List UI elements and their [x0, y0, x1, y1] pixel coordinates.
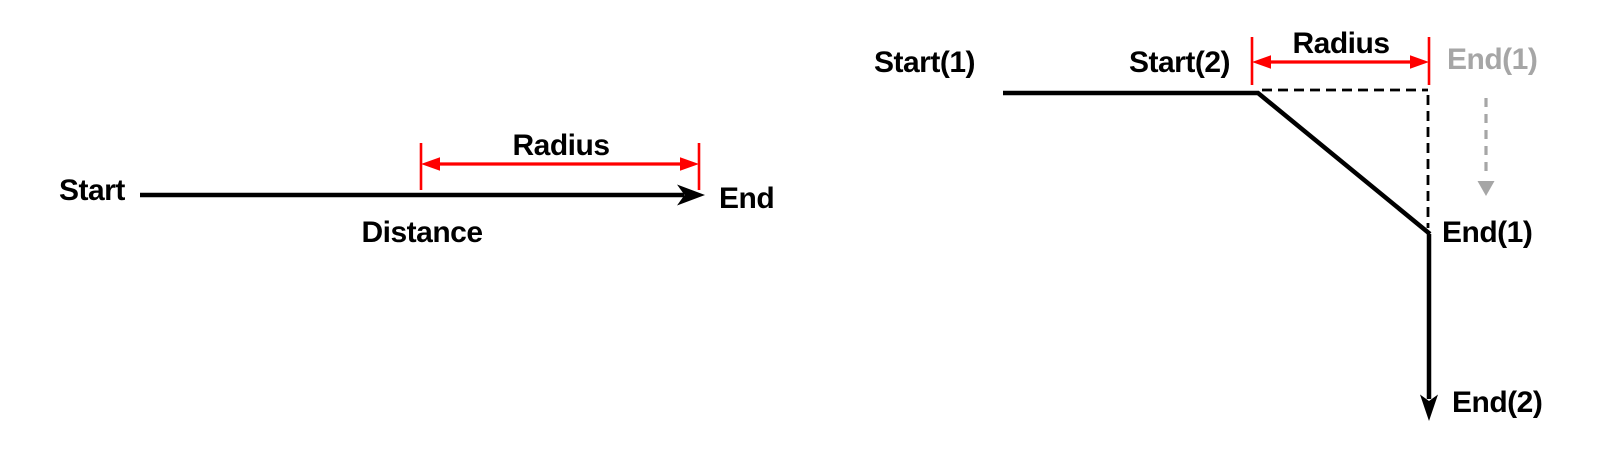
end2-arrowhead-icon	[1420, 394, 1438, 421]
radius2-label: Radius	[1292, 27, 1390, 60]
radius-arrowhead-right-icon	[680, 157, 699, 171]
start2-label: Start(2)	[1129, 46, 1231, 79]
ghost-end-arrowhead-icon	[1477, 181, 1495, 196]
bent-path-line	[1003, 90, 1432, 236]
radius-label: Radius	[512, 129, 610, 162]
end-label: End	[719, 182, 775, 215]
end1-label: End(1)	[1442, 216, 1533, 249]
radius2-arrowhead-left-icon	[1252, 55, 1271, 69]
distance-label: Distance	[361, 216, 483, 249]
start1-label: Start(1)	[874, 46, 976, 79]
end2-label: End(2)	[1452, 386, 1543, 419]
start-label: Start	[59, 174, 125, 207]
left-distance-diagram	[140, 143, 705, 206]
distance-line-arrowhead-icon	[677, 184, 705, 206]
radius2-arrowhead-right-icon	[1410, 55, 1429, 69]
radius-arrowhead-left-icon	[421, 157, 440, 171]
end1-ghost-label: End(1)	[1447, 43, 1538, 76]
right-bent-path-diagram	[1003, 37, 1495, 421]
